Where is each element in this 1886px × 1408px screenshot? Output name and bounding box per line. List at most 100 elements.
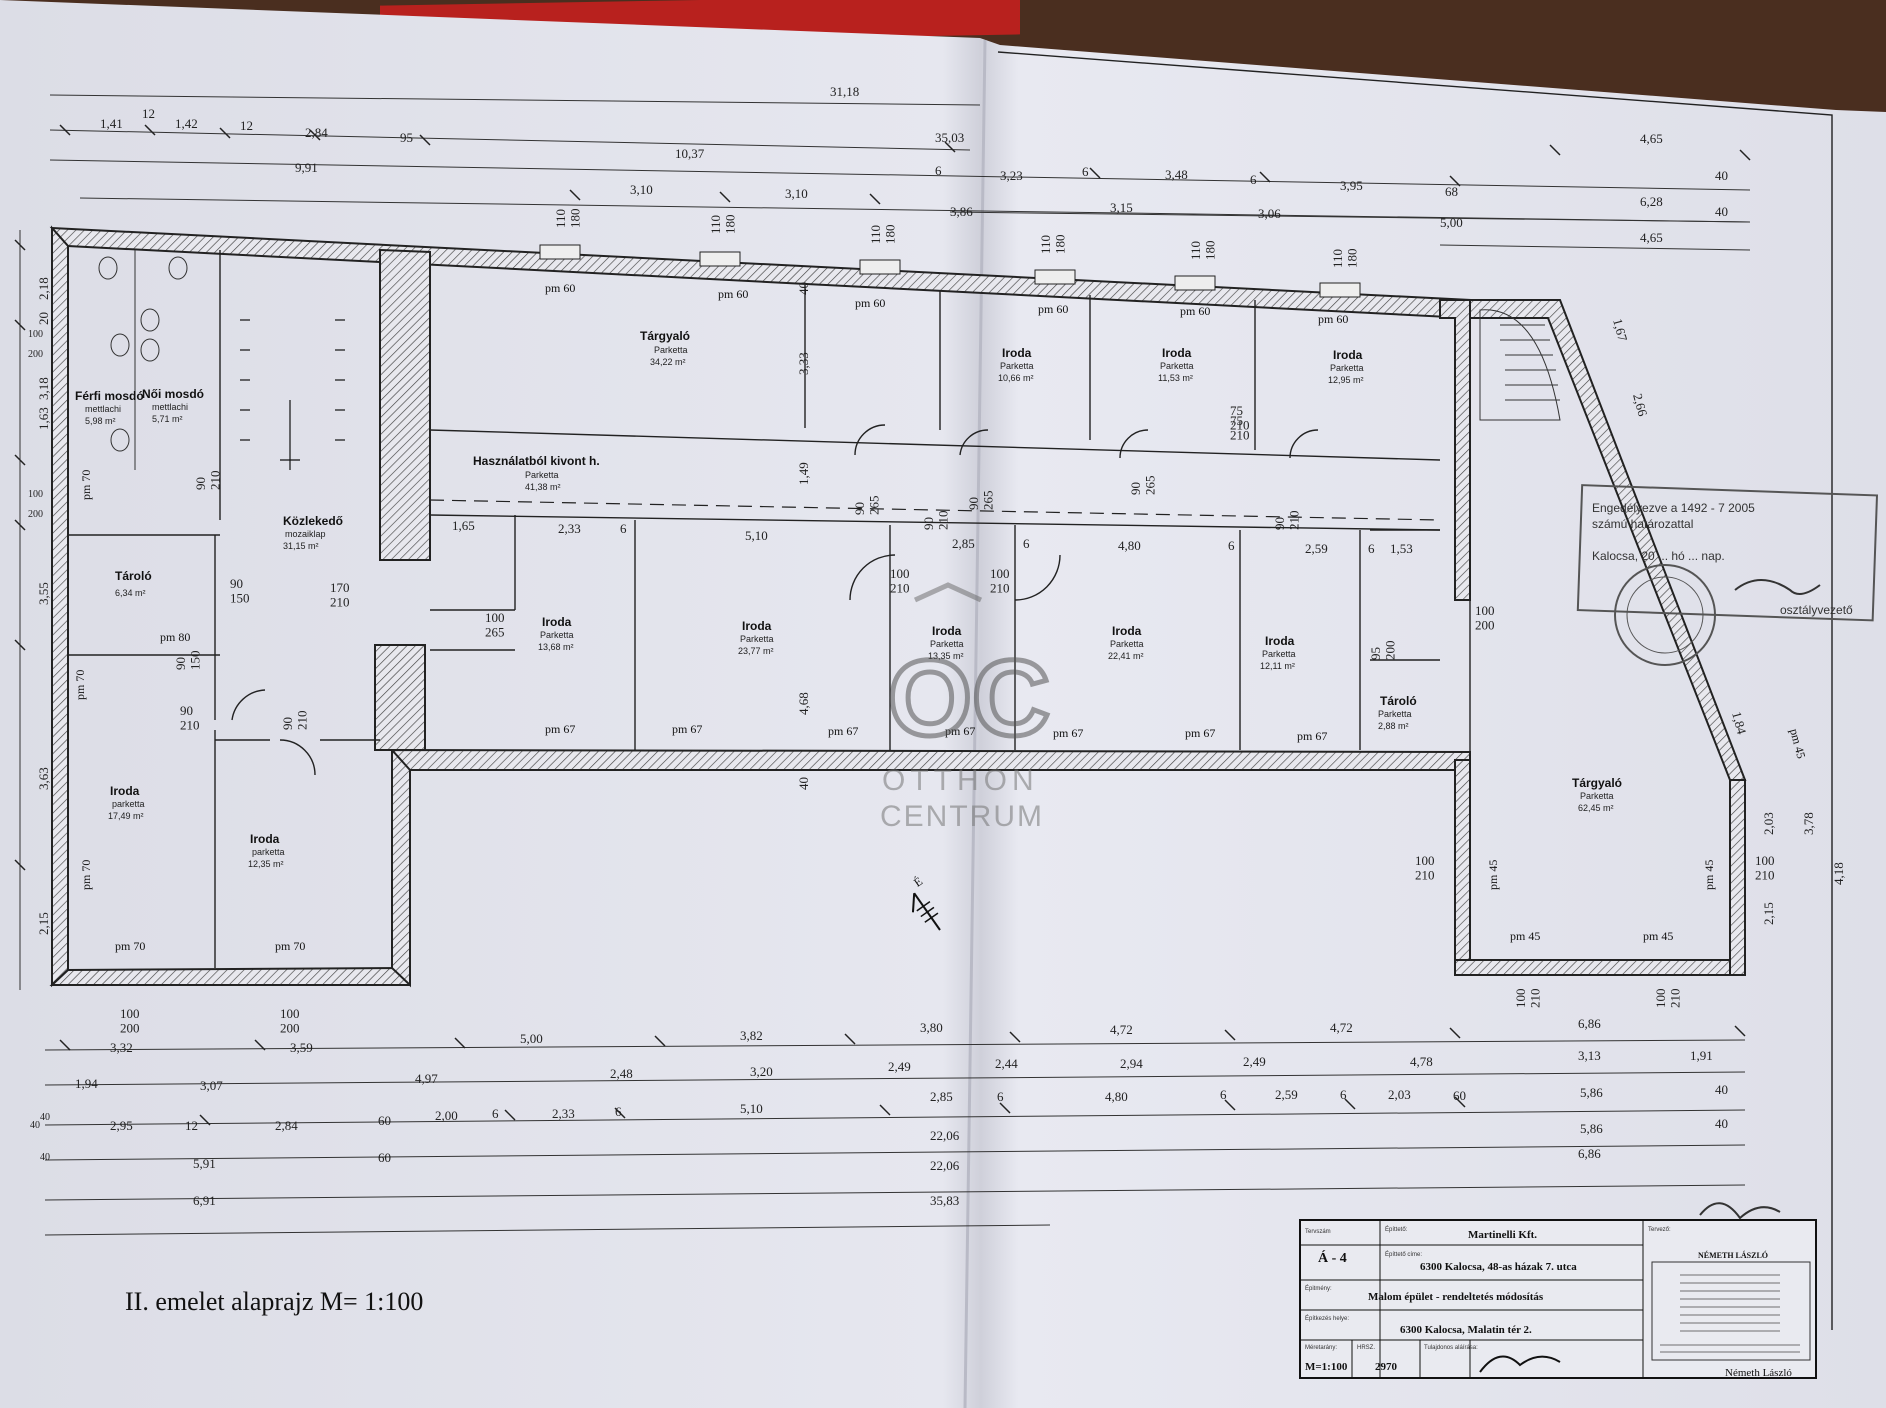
dim-top-r4-5: 5,00	[1440, 215, 1463, 230]
door-swings	[231, 424, 1319, 776]
pm-label-11: pm 67	[1185, 726, 1215, 740]
pm-label-16: pm 70	[79, 860, 93, 890]
room-name: Tárgyaló	[640, 329, 690, 343]
room-name: Iroda	[742, 619, 772, 633]
dim-bottom-r2-10: 3,13	[1578, 1048, 1601, 1063]
room-floor: Parketta	[1160, 361, 1194, 371]
window-top-1: 110180	[708, 215, 737, 235]
staircase	[240, 309, 1561, 470]
dim-top-r4-6: 40	[1715, 168, 1728, 183]
dim-top-r1-0: 31,18	[830, 84, 859, 99]
dim-int-18: 1,84	[1729, 710, 1750, 736]
door-label-20: 100210	[1653, 989, 1682, 1009]
dim-bottom-r3-18: 5,86	[1580, 1085, 1603, 1100]
dim-bottom-r6-0: 35,83	[930, 1193, 959, 1208]
pm-label-8: pm 67	[828, 724, 858, 738]
room-area: 2,88 m²	[1378, 721, 1409, 731]
tb-epittető-cime-label: Építtető címe:	[1385, 1251, 1422, 1258]
dim-int-2: 6	[620, 521, 627, 536]
dim-top-r2-4: 2,84	[305, 125, 328, 140]
dim-bottom-r5-0: 6,91	[193, 1193, 216, 1208]
dim-bottom-r3-5: 2,00	[435, 1108, 458, 1123]
dim-int-22: 2,15	[1761, 902, 1776, 925]
dim-top-r3-4: 6	[1082, 164, 1089, 179]
stamp-line2: számú határozattal	[1592, 517, 1693, 531]
dim-bottom-r2-3: 2,48	[610, 1066, 633, 1081]
dim-int-0: 1,65	[452, 518, 475, 533]
room-area: 34,22 m²	[650, 357, 686, 367]
dim-int-9: 6	[1368, 541, 1375, 556]
dim-left-11: 40	[30, 1120, 40, 1131]
pm-label-4: pm 60	[1180, 304, 1210, 318]
tb-epittető-cime: 6300 Kalocsa, 48-as házak 7. utca	[1420, 1261, 1577, 1273]
tb-helye-label: Építkezés helye:	[1305, 1315, 1349, 1322]
room-hasznalatbol-kivont: Használatból kivont h. Parketta 41,38 m²	[473, 454, 600, 492]
dim-bottom-r3-11: 6	[997, 1089, 1004, 1104]
room-name: Iroda	[250, 832, 280, 846]
window-top-4: 110180	[1188, 241, 1217, 261]
room-name: Iroda	[542, 615, 572, 629]
room-area: 22,41 m²	[1108, 651, 1144, 661]
dim-top-r2-5: 95	[400, 130, 413, 145]
pm-label-9: pm 67	[945, 724, 975, 738]
room-area: 41,38 m²	[525, 482, 561, 492]
dim-top-r2-0: 1,41	[100, 116, 123, 131]
room-area: 5,71 m²	[152, 414, 183, 424]
pm-label-2: pm 60	[855, 296, 885, 310]
room-floor: Parketta	[654, 345, 688, 355]
dim-top-r3-3: 3,23	[1000, 168, 1023, 183]
dashed-line	[429, 499, 1441, 521]
dim-bottom-r3-0: 40	[40, 1112, 50, 1123]
dim-top-r4-2: 3,86	[950, 204, 973, 219]
bottom-dimensions: 3,32 3,59 5,00 3,82 3,80 4,72 4,72 6,86 …	[40, 1016, 1746, 1236]
stamp-line4: osztályvezető	[1780, 603, 1853, 617]
tb-epitmeny-label: Épitmény:	[1305, 1285, 1332, 1292]
stamp-line3: Kalocsa, 20 ... hó ... nap.	[1592, 549, 1725, 563]
dim-int-15: 40	[796, 777, 811, 790]
pm-label-13: pm 70	[115, 939, 145, 953]
room-floor: parketta	[252, 847, 285, 857]
dim-int-16: 1,67	[1610, 317, 1631, 343]
dim-int-20: 3,78	[1801, 812, 1816, 835]
dim-top-r3-2: 6	[935, 163, 942, 178]
door-label-13: 90210	[1272, 511, 1301, 531]
dim-top-r2-1: 12	[142, 106, 155, 121]
stamp-signature	[1734, 579, 1821, 595]
room-area: 5,98 m²	[85, 416, 116, 426]
dim-int-1: 2,33	[558, 521, 581, 536]
dim-bottom-r4-1: 5,91	[193, 1156, 216, 1171]
tb-sheet-no: Á - 4	[1318, 1249, 1347, 1266]
door-label-19: 100210	[1513, 989, 1542, 1009]
dim-bottom-r3-17: 60	[1453, 1088, 1466, 1103]
room-tarolo-left: Tároló 6,34 m²	[115, 569, 152, 598]
tb-hrsz-label: HRSZ.	[1357, 1345, 1375, 1351]
dim-bottom-r2-1: 3,07	[200, 1078, 223, 1093]
tb-epittető: Martinelli Kft.	[1468, 1229, 1537, 1241]
watermark: OC OTTHON CENTRUM	[880, 582, 1053, 833]
pm-label-20: pm 45	[1702, 860, 1716, 890]
room-area: 12,35 m²	[248, 859, 284, 869]
dim-bottom-r4-4: 5,86	[1580, 1121, 1603, 1136]
pm-label-19: pm 45	[1486, 860, 1500, 890]
dim-top-r5-0: 6,28	[1640, 194, 1663, 209]
dim-bottom-r3-12: 4,80	[1105, 1089, 1128, 1104]
room-area: 23,77 m²	[738, 646, 774, 656]
dim-bottom-r1-6: 4,72	[1330, 1020, 1353, 1035]
dim-bottom-r4-3: 22,06	[930, 1128, 960, 1143]
room-iroda-b2: Iroda Parketta 23,77 m²	[738, 619, 774, 656]
room-floor: Parketta	[930, 639, 964, 649]
dim-bottom-r3-15: 6	[1340, 1087, 1347, 1102]
dim-top-r2-2: 1,42	[175, 116, 198, 131]
room-name: Iroda	[932, 624, 962, 638]
pm-label-15: pm 70	[73, 670, 87, 700]
dim-top-r3-1: 10,37	[675, 146, 705, 161]
dim-top-r3-5: 3,48	[1165, 167, 1188, 182]
dim-bottom-r5-1: 22,06	[930, 1158, 960, 1173]
dim-int-3: 5,10	[745, 528, 768, 543]
